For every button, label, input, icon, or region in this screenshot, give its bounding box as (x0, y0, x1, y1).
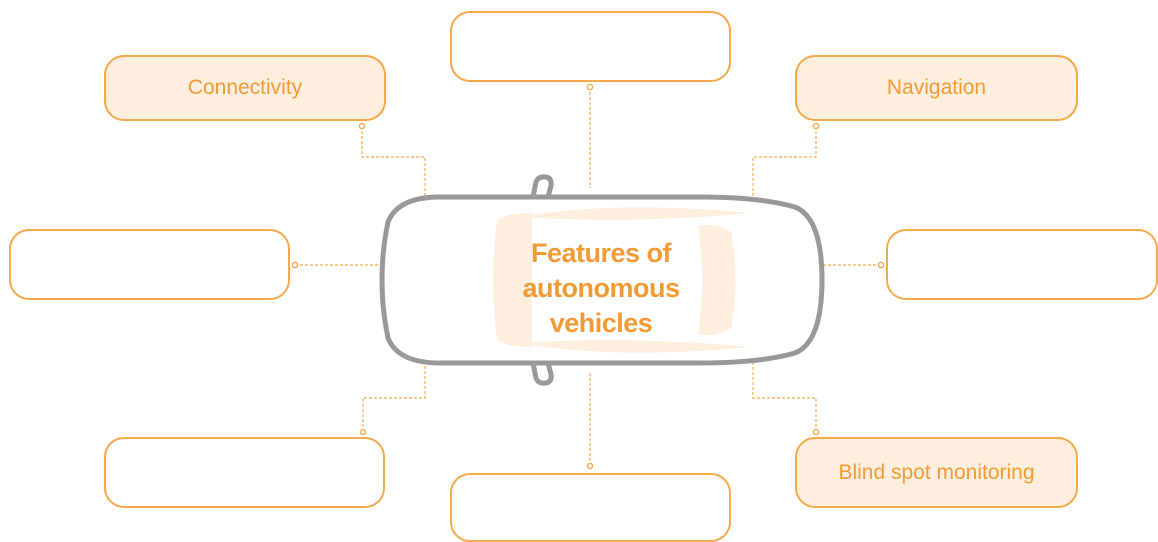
car-side-window-bottom (515, 340, 750, 353)
center-title: Features of autonomous vehicles (486, 236, 716, 341)
connector-dots (291, 83, 885, 470)
connector-dot (586, 462, 594, 470)
connector-dot (812, 428, 820, 436)
connector-dot (359, 428, 367, 436)
connector-top-left (361, 126, 426, 200)
car-side-window-top (515, 207, 750, 220)
feature-label-blind-spot-monitoring: Blind spot monitoring (838, 460, 1035, 484)
car-windshield (493, 213, 532, 347)
car-rear-window (698, 224, 736, 336)
connector-dot (358, 122, 366, 130)
feature-box-middle-left (9, 229, 290, 300)
connector-bottom-left (362, 358, 426, 432)
feature-box-bottom-center (450, 473, 731, 542)
connector-dot (291, 261, 299, 269)
connector-dot (812, 122, 820, 130)
car-mirror-left (530, 174, 554, 200)
feature-box-connectivity: Connectivity (104, 55, 386, 121)
connector-dot (877, 261, 885, 269)
feature-box-bottom-left (104, 437, 385, 508)
car-mirror-right (530, 360, 554, 386)
feature-label-connectivity: Connectivity (187, 76, 303, 99)
feature-box-blind-spot-monitoring: Blind spot monitoring (795, 437, 1078, 508)
connector-lines (295, 87, 881, 466)
connector-bottom-right (752, 358, 817, 432)
car-illustration (379, 174, 825, 386)
feature-box-middle-right (886, 229, 1158, 300)
feature-label-navigation: Navigation (886, 76, 987, 99)
connector-dot (586, 83, 594, 91)
feature-box-top-center (450, 11, 731, 82)
feature-box-navigation: Navigation (795, 55, 1078, 121)
connector-top-right (752, 126, 817, 200)
center-title-line2: autonomous vehicles (522, 273, 681, 338)
center-title-line1: Features of (530, 238, 672, 268)
